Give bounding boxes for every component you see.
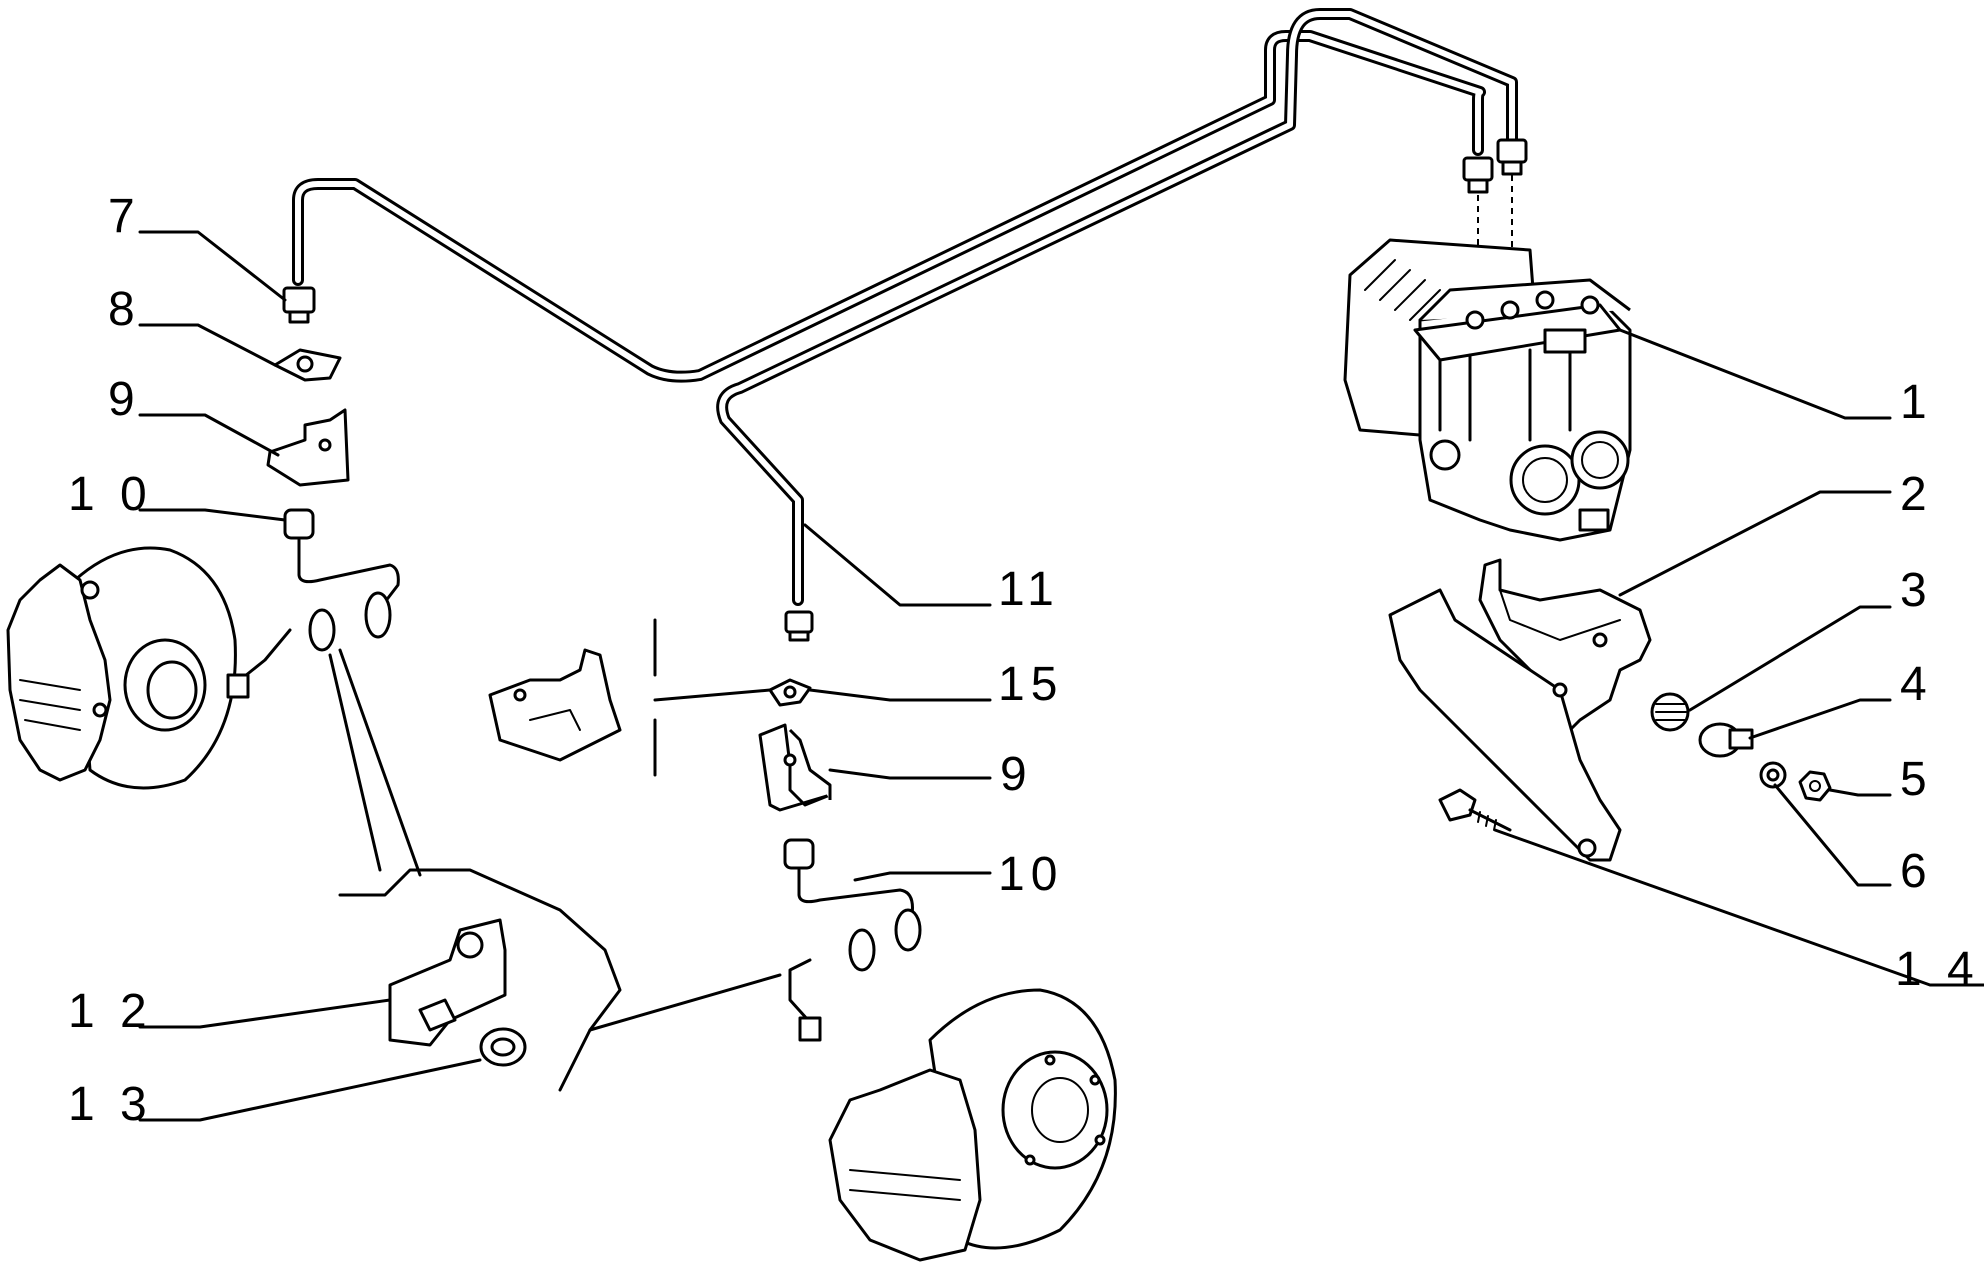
callout-7: 7 (108, 190, 141, 243)
left-brake-disc-caliper (6, 546, 237, 790)
pipe-fitting-7 (282, 286, 316, 324)
detail-leader (653, 688, 772, 702)
flex-hose-10-left (226, 508, 400, 699)
abs-hydraulic-unit (1343, 238, 1632, 542)
bracket-9-center (758, 723, 832, 812)
callout-11: 11 (998, 563, 1060, 616)
leader-lines (138, 230, 1984, 1122)
brake-pipe-left-front (292, 30, 1486, 383)
callout-1: 1 (1900, 376, 1933, 429)
pipe-fitting-11 (784, 610, 814, 642)
detail-callout-outline (328, 648, 782, 1092)
callout-6: 6 (1900, 845, 1933, 898)
bracket-9-left (266, 408, 350, 487)
abs-mounting-bracket (1388, 558, 1652, 862)
callout-10-center: 10 (998, 848, 1063, 901)
bracket-12 (388, 918, 507, 1047)
clip-15 (768, 678, 812, 707)
rubber-bushing-3 (1650, 692, 1690, 732)
brake-pipe-right-front (716, 8, 1518, 606)
callout-9-center: 9 (1000, 748, 1033, 801)
pipe-fitting-abs-right (1496, 138, 1528, 176)
grommet-13 (479, 1027, 527, 1067)
callout-9-left: 9 (108, 373, 141, 426)
clip-8 (273, 348, 342, 382)
callout-15: 15 (998, 658, 1063, 711)
callout-5: 5 (1900, 753, 1933, 806)
spacer-4 (1698, 722, 1754, 758)
right-brake-disc-caliper (828, 988, 1117, 1262)
pipe-fitting-abs-left (1462, 156, 1494, 194)
callout-8: 8 (108, 283, 141, 336)
nut-5 (1798, 770, 1832, 802)
clip-15-detail (488, 648, 622, 762)
callout-12: 1 2 (68, 985, 153, 1038)
callout-4: 4 (1900, 658, 1933, 711)
callout-13: 1 3 (68, 1078, 153, 1131)
callout-10-left: 1 0 (68, 468, 153, 521)
bolt-14 (1438, 788, 1512, 832)
callout-3: 3 (1900, 564, 1933, 617)
flex-hose-10-center (783, 838, 922, 1042)
washer-6 (1759, 761, 1787, 789)
callout-14: 1 4 (1895, 943, 1980, 996)
callout-2: 2 (1900, 468, 1933, 521)
